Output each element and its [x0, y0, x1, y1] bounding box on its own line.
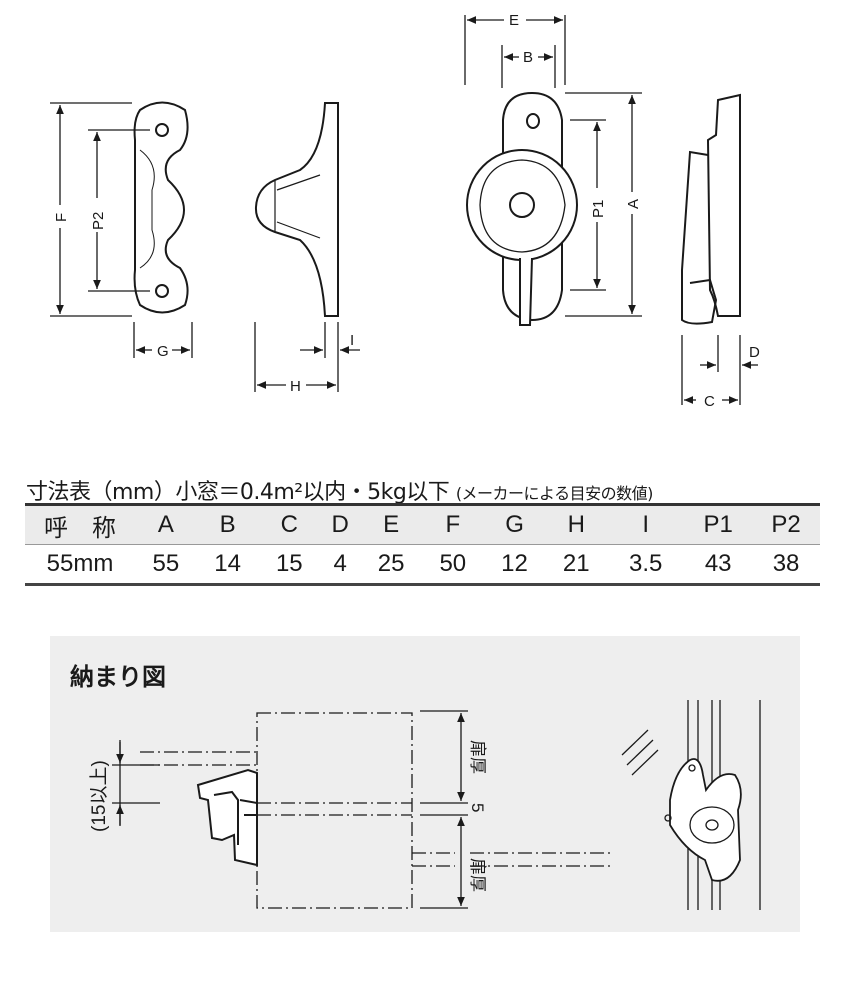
- label-E: E: [509, 12, 519, 29]
- door-outlines: [140, 712, 610, 909]
- label-A: A: [625, 199, 642, 209]
- dim-H-I: [254, 322, 360, 392]
- table-note: (メーカーによる目安の数値): [455, 484, 654, 503]
- installation-title: 納まり図: [70, 663, 166, 691]
- cell: 43: [704, 550, 732, 577]
- window-perspective-sketch: [621, 700, 761, 910]
- cell: 38: [772, 550, 800, 577]
- cell: 4: [333, 550, 347, 577]
- col-header: B: [219, 511, 236, 538]
- table-title: 寸法表（mm）小窓＝0.4m²以内・5kg以下 (メーカーによる目安の数値): [26, 474, 653, 506]
- label-P1: P1: [590, 200, 607, 218]
- strike-plate-front-view: [133, 101, 189, 314]
- cell: 15: [275, 550, 303, 577]
- table-header-row: 呼 称 A B C D E F G H I P1 P2: [25, 504, 820, 545]
- label-B: B: [523, 49, 533, 66]
- lock-section: [196, 768, 258, 867]
- cell: 14: [214, 550, 241, 577]
- lock-front-view: [466, 91, 578, 326]
- label-C: C: [704, 393, 715, 410]
- label-door-thickness-top: 扉厚: [468, 740, 487, 774]
- col-header: A: [157, 511, 174, 538]
- cell: 55: [152, 550, 180, 577]
- lock-side-view: [681, 93, 741, 325]
- label-door-thickness-bottom: 扉厚: [468, 858, 487, 892]
- col-header: C: [280, 511, 298, 538]
- dim-lines: [112, 710, 468, 909]
- cell: 25: [377, 550, 405, 577]
- strike-plate-side-view: [254, 102, 339, 317]
- cell: 12: [501, 550, 528, 577]
- cell: 21: [562, 550, 590, 577]
- label-F: F: [53, 213, 70, 222]
- dimension-table: 呼 称 A B C D E F G H I P1 P2 55mm 55 14 1…: [25, 503, 820, 586]
- cell: 50: [439, 550, 467, 577]
- col-header: I: [642, 511, 650, 538]
- dim-F-P2-G: [50, 102, 193, 358]
- cell: 55mm: [46, 550, 114, 577]
- label-I: I: [350, 332, 354, 349]
- label-G: G: [157, 343, 169, 360]
- col-header: F: [445, 511, 461, 538]
- cell: 3.5: [628, 550, 663, 577]
- dim-C-D: [681, 335, 758, 405]
- col-header: P2: [771, 511, 801, 538]
- dim-E-B-A-P1: [464, 15, 642, 317]
- label-15-min: (15以上): [88, 760, 110, 832]
- col-header: P1: [703, 511, 733, 538]
- label-D: D: [749, 344, 760, 361]
- col-header: E: [383, 511, 400, 538]
- col-header: H: [567, 511, 585, 538]
- col-header: 呼 称: [44, 514, 116, 542]
- col-header: D: [331, 511, 349, 538]
- label-P2: P2: [90, 212, 107, 230]
- table-row: 55mm 55 14 15 4 25 50 12 21 3.5 43 38: [25, 544, 820, 585]
- table-title-text: 寸法表（mm）小窓＝0.4m²以内・5kg以下: [26, 480, 450, 505]
- label-H: H: [290, 378, 301, 395]
- col-header: G: [505, 511, 524, 538]
- label-gap-5: 5: [468, 803, 487, 812]
